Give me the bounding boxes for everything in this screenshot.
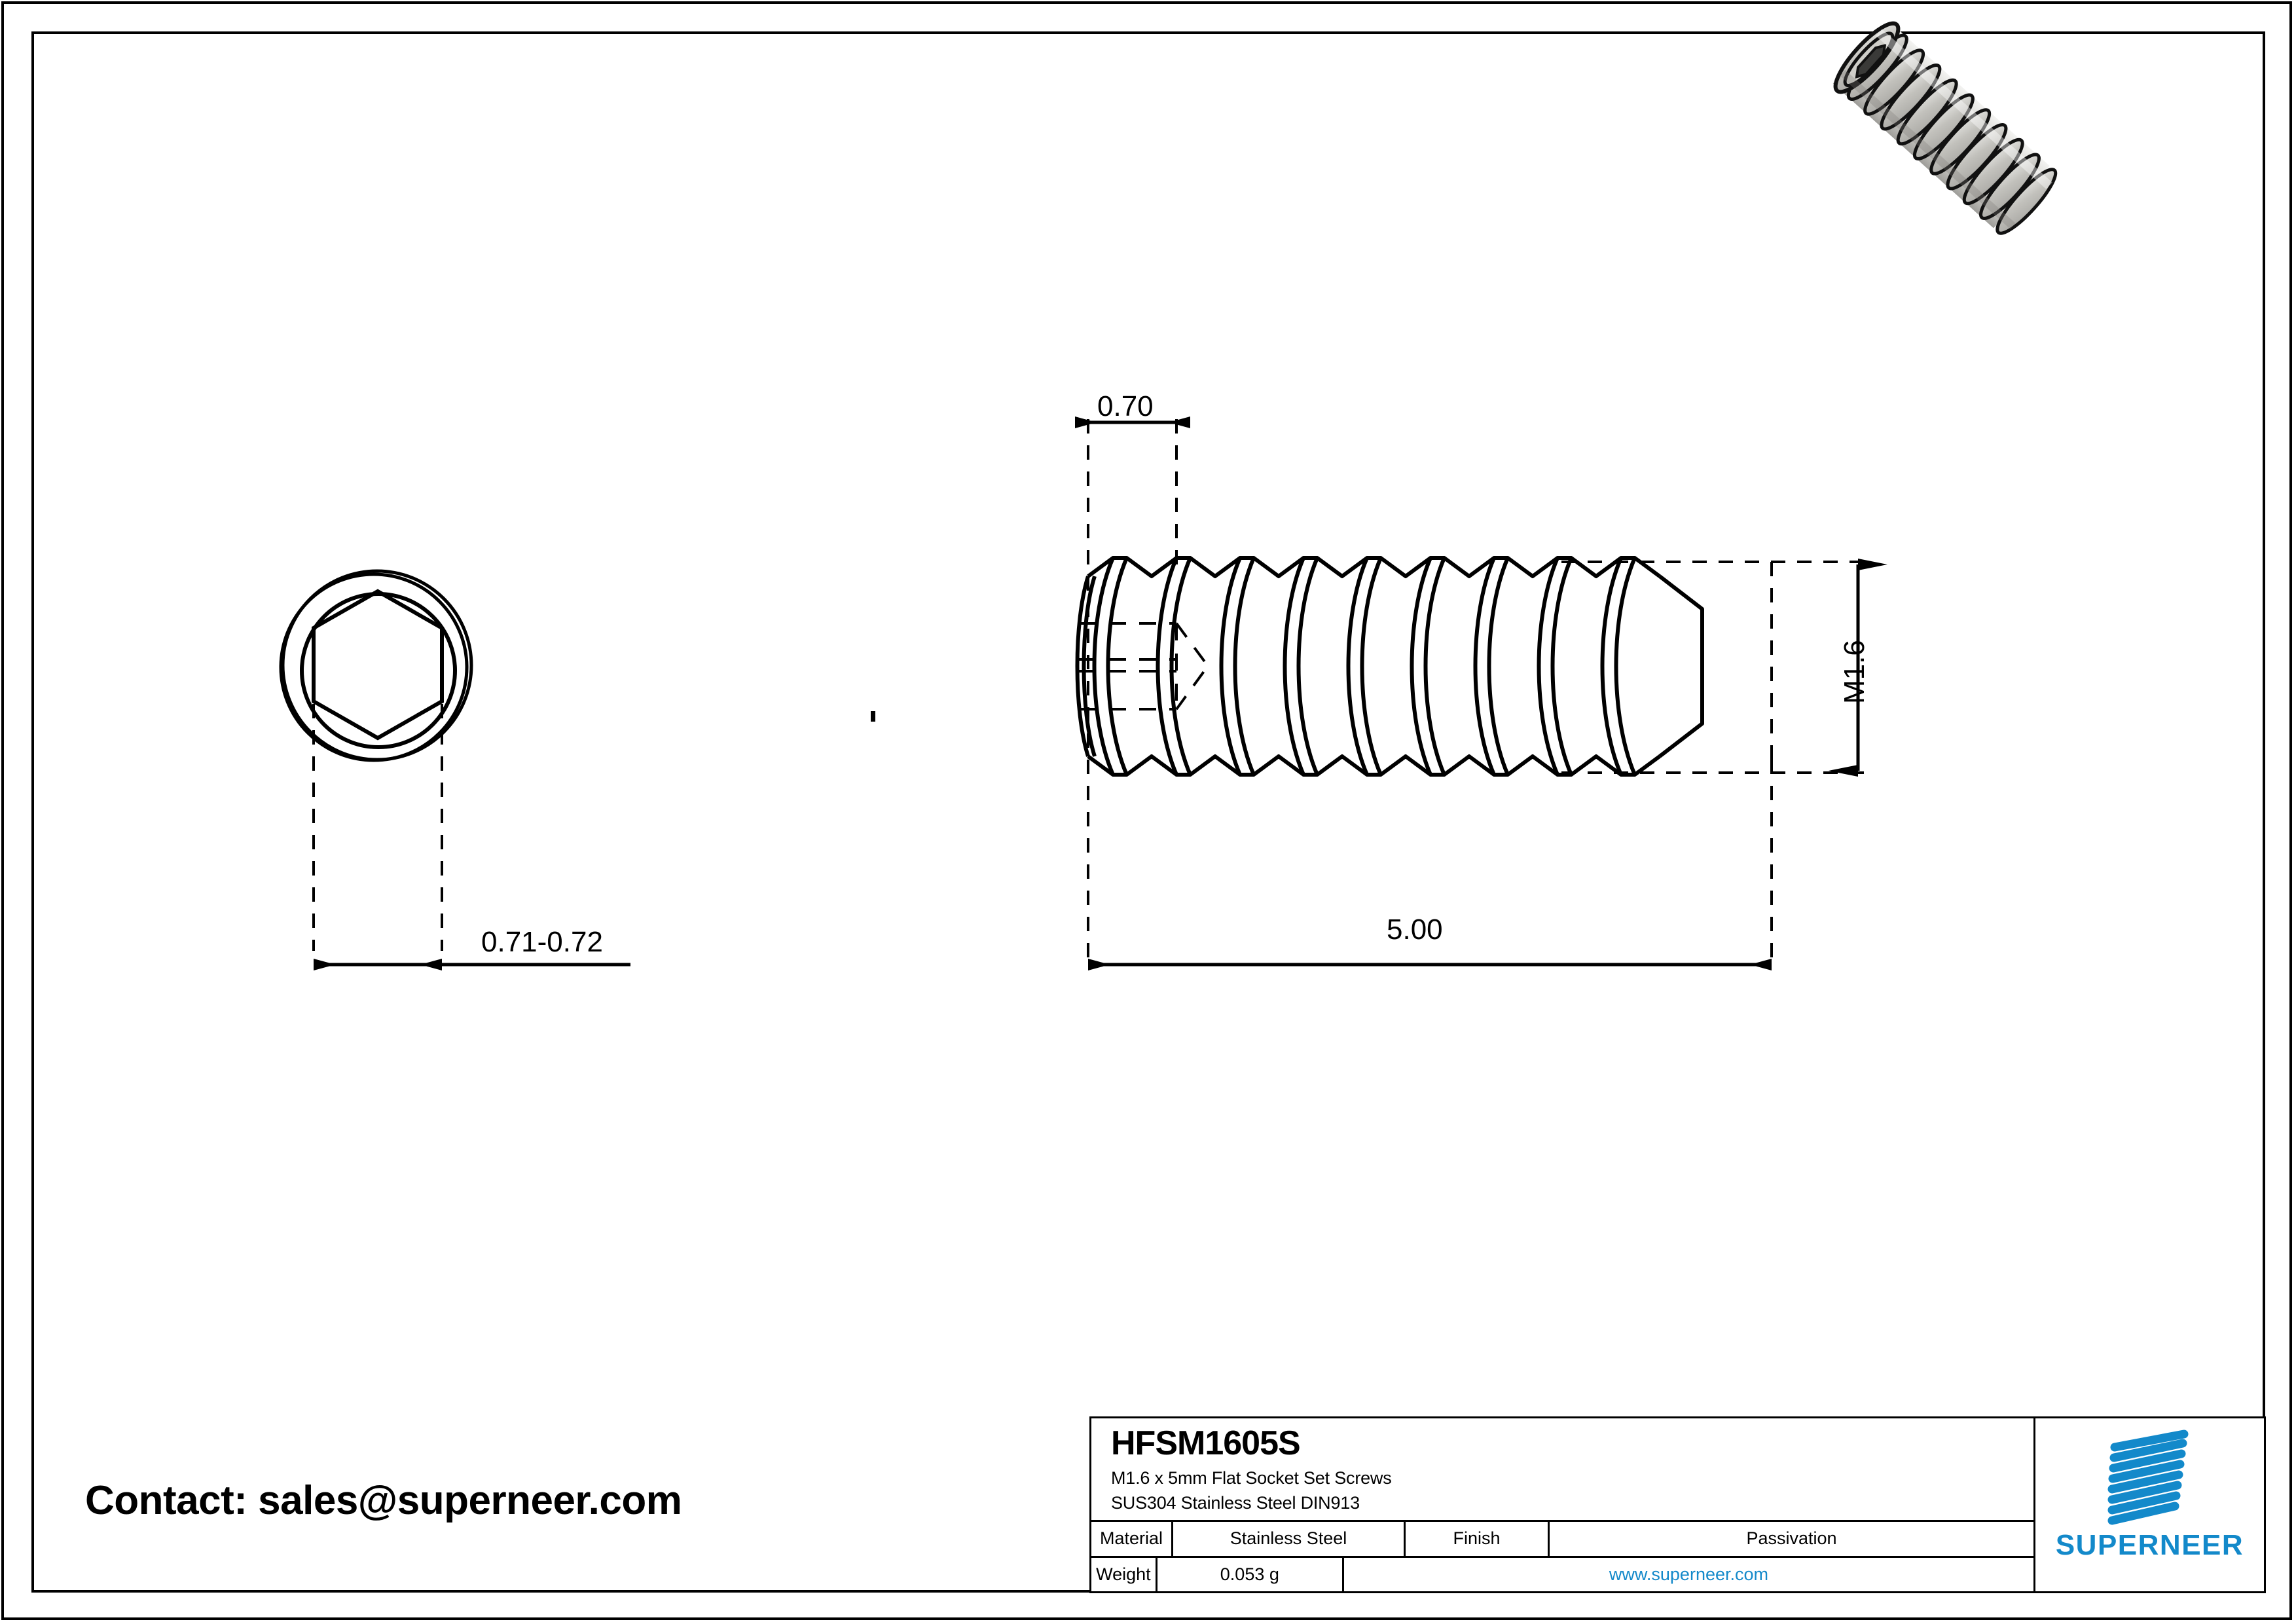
table-row: Weight 0.053 g www.superneer.com (1091, 1557, 2033, 1592)
website-url-link[interactable]: www.superneer.com (1609, 1564, 1768, 1584)
brand-wordmark: SUPERNEER (2055, 1529, 2244, 1561)
part-number: HFSM1605S (1111, 1424, 1301, 1462)
contact-email-text: Contact: sales@superneer.com (85, 1478, 682, 1523)
center-mark-artifact (871, 711, 875, 722)
table-row: Material Stainless Steel Finish Passivat… (1091, 1522, 2033, 1558)
iso-screw-body (1832, 21, 2058, 235)
title-block-info: HFSM1605S M1.6 x 5mm Flat Socket Set Scr… (1091, 1418, 2035, 1591)
dimension-label-socket-across-flats: 0.71-0.72 (481, 926, 603, 958)
dimension-label-thread-diameter: M1.6 (1838, 640, 1870, 704)
part-description-line-2: SUS304 Stainless Steel DIN913 (1111, 1493, 1360, 1513)
finish-value: Passivation (1746, 1528, 1837, 1549)
weight-label: Weight (1091, 1557, 1157, 1591)
dimension-label-overall-length: 5.00 (1387, 913, 1443, 946)
dimension-label-socket-depth: 0.70 (1097, 390, 1154, 422)
finish-label: Finish (1406, 1522, 1550, 1556)
title-block: HFSM1605S M1.6 x 5mm Flat Socket Set Scr… (1089, 1416, 2266, 1593)
end-view-geometry (279, 569, 473, 951)
iso-screw-render (1832, 21, 2058, 235)
weight-value: 0.053 g (1157, 1557, 1344, 1591)
superneer-stripes-icon (2107, 1430, 2188, 1525)
title-block-spec-table: Material Stainless Steel Finish Passivat… (1091, 1522, 2033, 1591)
part-description-line-1: M1.6 x 5mm Flat Socket Set Screws (1111, 1468, 1392, 1488)
material-value: Stainless Steel (1173, 1522, 1406, 1556)
brand-logo: SUPERNEER (2035, 1418, 2264, 1591)
title-block-header: HFSM1605S M1.6 x 5mm Flat Socket Set Scr… (1091, 1418, 2033, 1522)
side-view-geometry (1075, 419, 1876, 969)
iso-hex-socket (1855, 43, 1887, 79)
website-cell[interactable]: www.superneer.com (1344, 1558, 2033, 1592)
material-label: Material (1091, 1522, 1173, 1556)
